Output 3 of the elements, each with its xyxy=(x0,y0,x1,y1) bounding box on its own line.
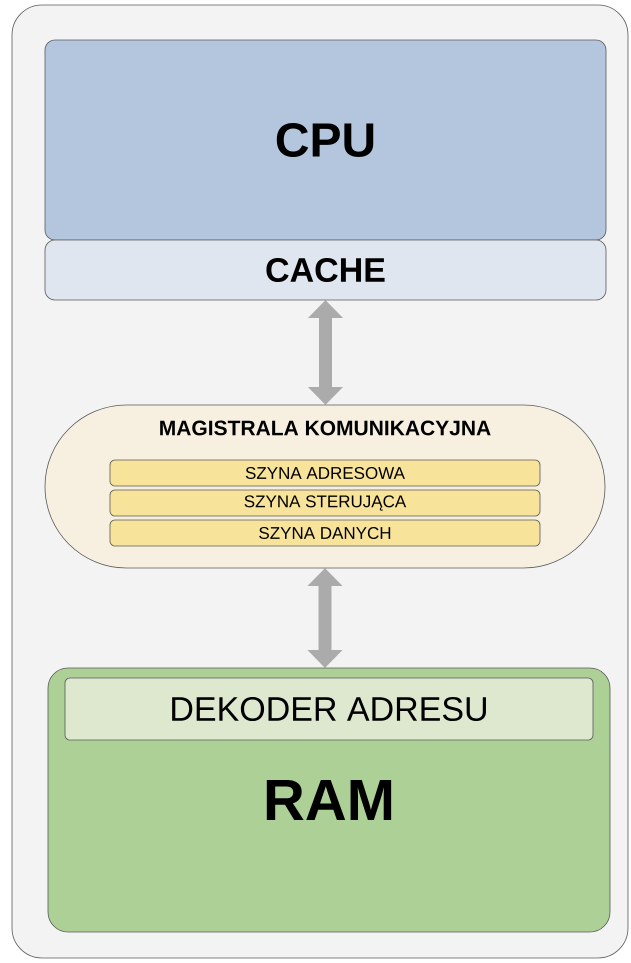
decoder-box: DEKODER ADRESU xyxy=(64,678,594,740)
cpu-box: CPU xyxy=(44,40,606,240)
cache-box: CACHE xyxy=(44,240,606,300)
